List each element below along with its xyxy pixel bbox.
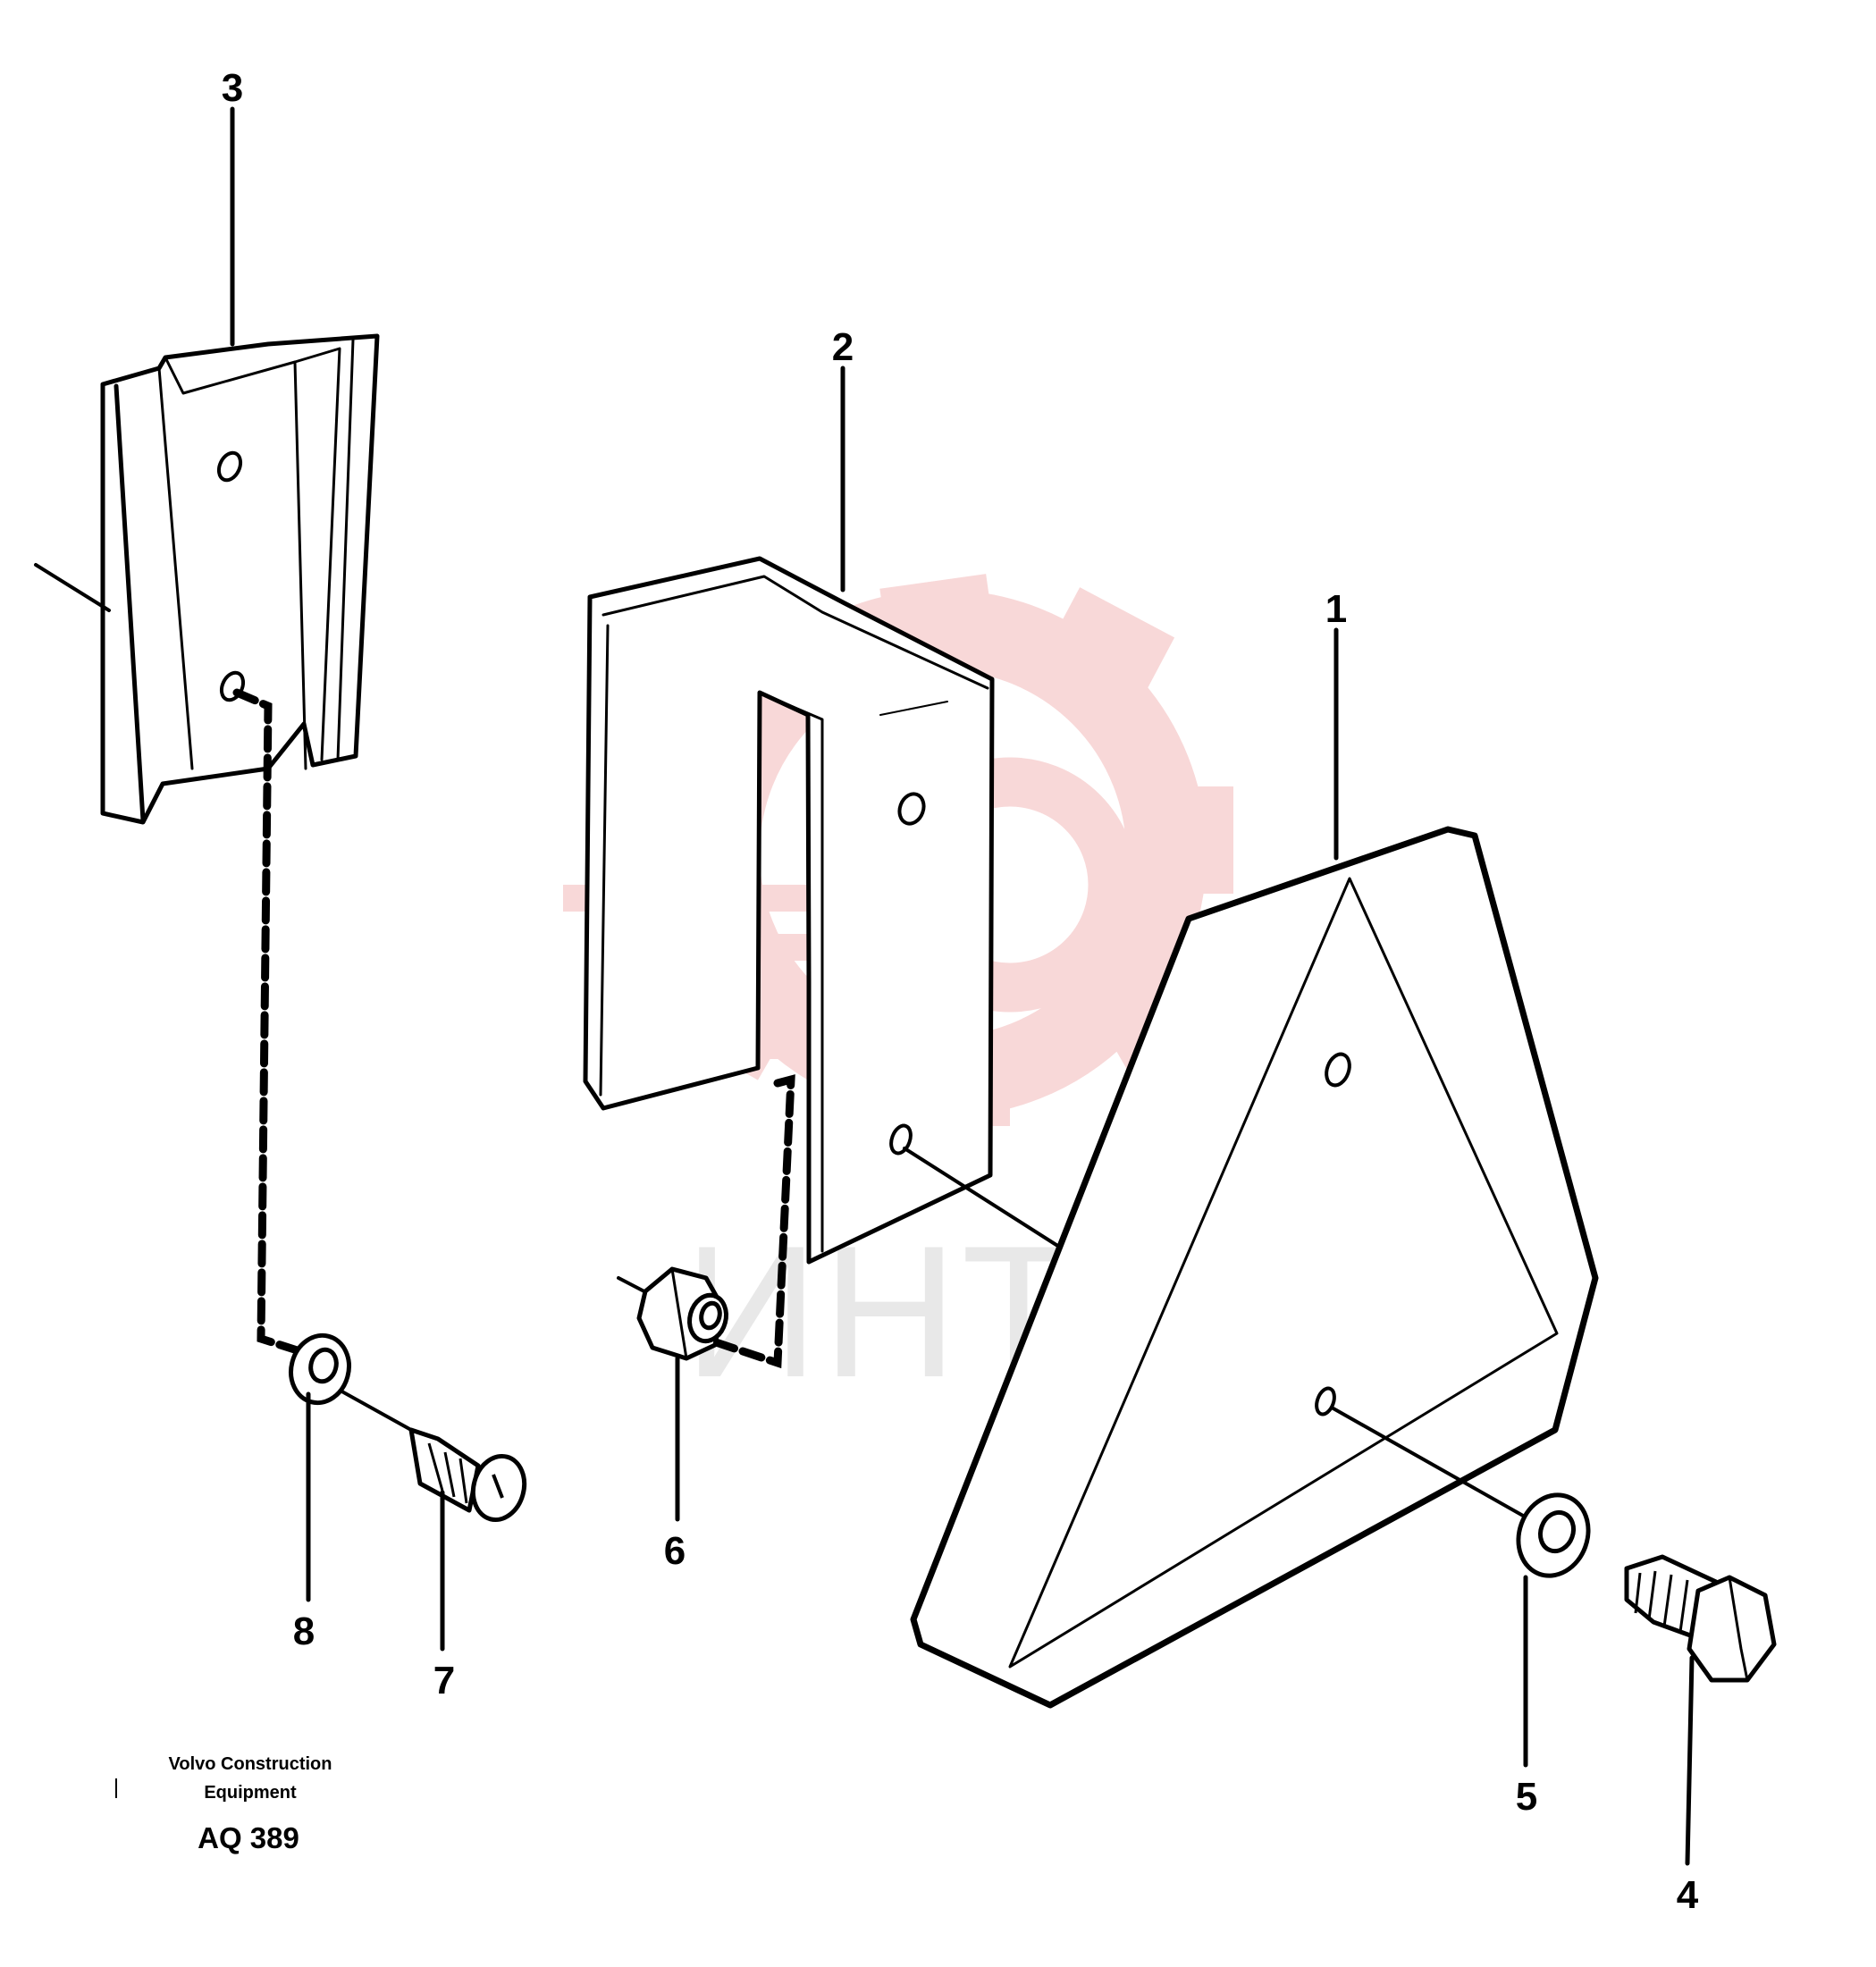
callout-1: 1: [1325, 587, 1347, 631]
part-1-reflector-plate: [910, 826, 1599, 1709]
callout-8: 8: [293, 1610, 315, 1653]
part-4-hex-bolt: [1624, 1554, 1777, 1683]
part-2-u-bracket: [583, 556, 995, 1265]
callout-6: 6: [664, 1529, 686, 1573]
callout-3: 3: [222, 66, 243, 110]
part-6-hex-nut: [636, 1266, 728, 1361]
part-8-washer: [289, 1332, 351, 1406]
caption-code: AQ 389: [198, 1821, 299, 1854]
caption-block: Volvo Construction Equipment AQ 389: [115, 1754, 332, 1854]
assembly-lines: [232, 688, 1539, 1526]
callout-2: 2: [832, 325, 854, 369]
callout-labels: 3 2 1 8 7 6 5 4: [222, 66, 1699, 1917]
caption-line1: Volvo Construction: [169, 1754, 332, 1774]
part-7-screw: [408, 1427, 527, 1523]
callout-4: 4: [1677, 1873, 1699, 1917]
leader-lines: [230, 106, 1695, 1866]
leader-4: [1685, 1655, 1695, 1866]
part-3-rail-channel: [34, 333, 380, 825]
part-5-washer: [1516, 1492, 1591, 1578]
callout-5: 5: [1516, 1775, 1537, 1819]
callout-7: 7: [433, 1659, 455, 1702]
caption-line2: Equipment: [204, 1783, 297, 1803]
